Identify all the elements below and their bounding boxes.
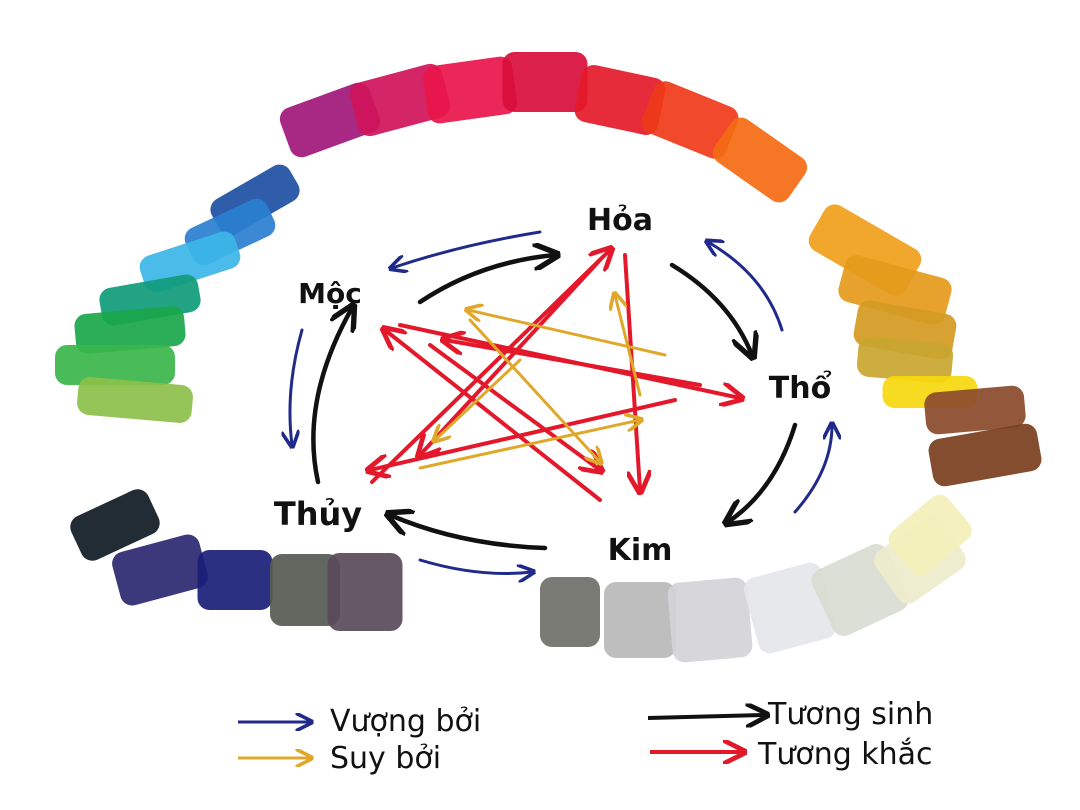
sinh-arrow-tho-kim <box>728 422 798 522</box>
suy-arrow-4 <box>468 318 600 462</box>
swatch-hoa-6 <box>712 117 808 203</box>
legend-label-vuong: Vượng bởi <box>330 704 481 739</box>
swatch-moc-4 <box>74 306 186 354</box>
khac-arrow-tho-moc-2 <box>445 340 702 387</box>
vuong-arrow-hoa-moc <box>392 230 542 268</box>
swatch-tho-3 <box>856 336 954 384</box>
node-label-thuy: Thủy <box>274 495 362 533</box>
swatch-thuy-4 <box>327 553 403 631</box>
vuong-arrows <box>290 230 832 574</box>
legend-label-khac: Tương khắc <box>757 737 933 772</box>
swatches-thuy <box>70 489 403 631</box>
swatches-tho <box>808 204 1042 487</box>
swatch-tho-5 <box>924 385 1026 435</box>
legend-label-suy: Suy bởi <box>330 741 441 776</box>
swatch-thuy-3 <box>270 554 340 626</box>
sinh-arrows <box>311 255 798 551</box>
khac-arrow-kim-moc <box>385 330 602 502</box>
swatch-tho-6 <box>928 423 1042 487</box>
vuong-arrow-kim-tho <box>793 425 832 514</box>
sinh-arrow-kim-thuy <box>390 515 548 551</box>
node-label-hoa: Hỏa <box>587 203 653 238</box>
node-label-moc: Mộc <box>298 277 362 310</box>
suy-arrows <box>418 295 667 470</box>
suy-arrow-3 <box>468 310 667 357</box>
legend: Vượng bởi Suy bởi Tương sinh Tương khắc <box>238 697 933 776</box>
swatch-kim-1 <box>604 582 676 658</box>
khac-arrow-tho-thuy <box>370 398 677 470</box>
swatch-moc-2 <box>139 231 241 293</box>
swatch-thuy-1 <box>112 534 208 606</box>
legend-arrow-sinh <box>647 715 765 718</box>
swatch-moc-6 <box>77 377 193 423</box>
swatch-hoa-3 <box>502 52 588 112</box>
sinh-arrow-moc-hoa <box>417 255 555 305</box>
swatch-kim-0 <box>540 577 600 647</box>
vuong-arrow-thuy-kim <box>418 558 532 574</box>
swatch-thuy-0 <box>70 489 160 561</box>
swatch-moc-5 <box>55 345 175 385</box>
khac-arrow-thuy-hoa <box>370 250 610 484</box>
legend-label-sinh: Tương sinh <box>767 697 933 732</box>
vuong-arrow-moc-thuy <box>290 328 304 445</box>
swatch-kim-6 <box>888 494 972 576</box>
suy-arrow-5 <box>418 420 640 470</box>
suy-arrow-1 <box>435 358 522 440</box>
sinh-arrow-thuy-moc <box>311 308 352 485</box>
khac-arrow-hoa-thuy-2 <box>420 258 602 455</box>
khac-arrow-moc-kim-2 <box>428 343 600 470</box>
node-label-tho: Thổ <box>769 370 832 406</box>
swatches-moc <box>55 164 300 423</box>
vuong-arrow-tho-hoa <box>708 242 784 332</box>
swatch-kim-2 <box>667 577 753 663</box>
sinh-arrow-hoa-tho <box>669 262 752 355</box>
swatch-tho-1 <box>838 255 952 325</box>
swatches-kim <box>540 494 972 663</box>
swatch-thuy-2 <box>197 550 273 610</box>
swatches-hoa <box>279 52 808 203</box>
swatch-hoa-5 <box>641 81 739 159</box>
swatch-hoa-2 <box>422 56 518 124</box>
node-label-kim: Kim <box>608 533 673 568</box>
khac-arrows <box>370 250 740 502</box>
